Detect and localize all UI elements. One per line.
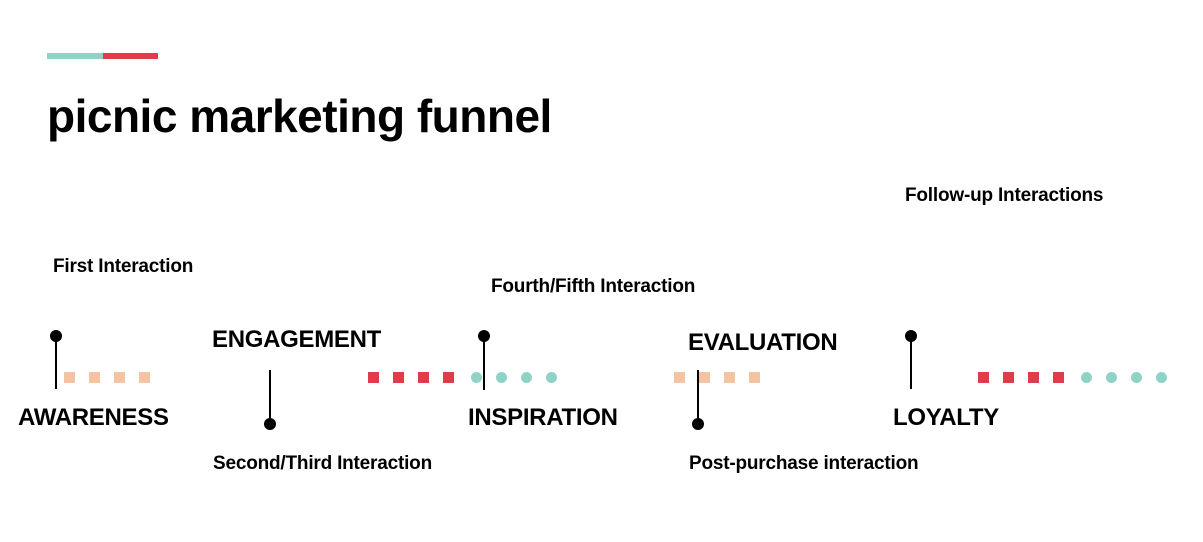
track-marker [749,372,760,383]
stage-loyalty: LOYALTY [893,404,999,431]
track-marker [521,372,532,383]
track-marker [496,372,507,383]
track-marker [64,372,75,383]
funnel-track [0,372,1203,384]
stage-inspiration: INSPIRATION [468,404,618,431]
interaction-follow-up: Follow-up Interactions [905,185,1104,206]
interaction-first: First Interaction [53,256,194,277]
pin-stem [55,336,57,389]
pin-stem [269,370,271,424]
track-marker [699,372,710,383]
track-marker [674,372,685,383]
track-marker [1131,372,1142,383]
pin-dot [264,418,276,430]
track-marker [114,372,125,383]
track-marker [139,372,150,383]
track-marker [1028,372,1039,383]
track-marker [418,372,429,383]
track-marker [393,372,404,383]
interaction-second-third: Second/Third Interaction [213,453,432,474]
track-marker [724,372,735,383]
accent-bar-red [103,53,158,59]
track-marker [1156,372,1167,383]
track-marker [1081,372,1092,383]
track-marker [368,372,379,383]
pin-dot [692,418,704,430]
interaction-post-purchase: Post-purchase interaction [689,453,919,474]
accent-bar-teal [47,53,103,59]
pin-stem [697,370,699,424]
track-marker [546,372,557,383]
track-marker [89,372,100,383]
stage-engagement: ENGAGEMENT [212,326,382,353]
track-marker [978,372,989,383]
track-marker [1003,372,1014,383]
track-marker [1053,372,1064,383]
track-marker [443,372,454,383]
pin-stem [483,336,485,390]
stage-evaluation: EVALUATION [688,329,838,356]
interaction-fourth-fifth: Fourth/Fifth Interaction [491,276,696,297]
page-title: picnic marketing funnel [47,90,552,142]
track-marker [1106,372,1117,383]
pin-stem [910,336,912,389]
track-marker [471,372,482,383]
stage-awareness: AWARENESS [18,404,169,431]
